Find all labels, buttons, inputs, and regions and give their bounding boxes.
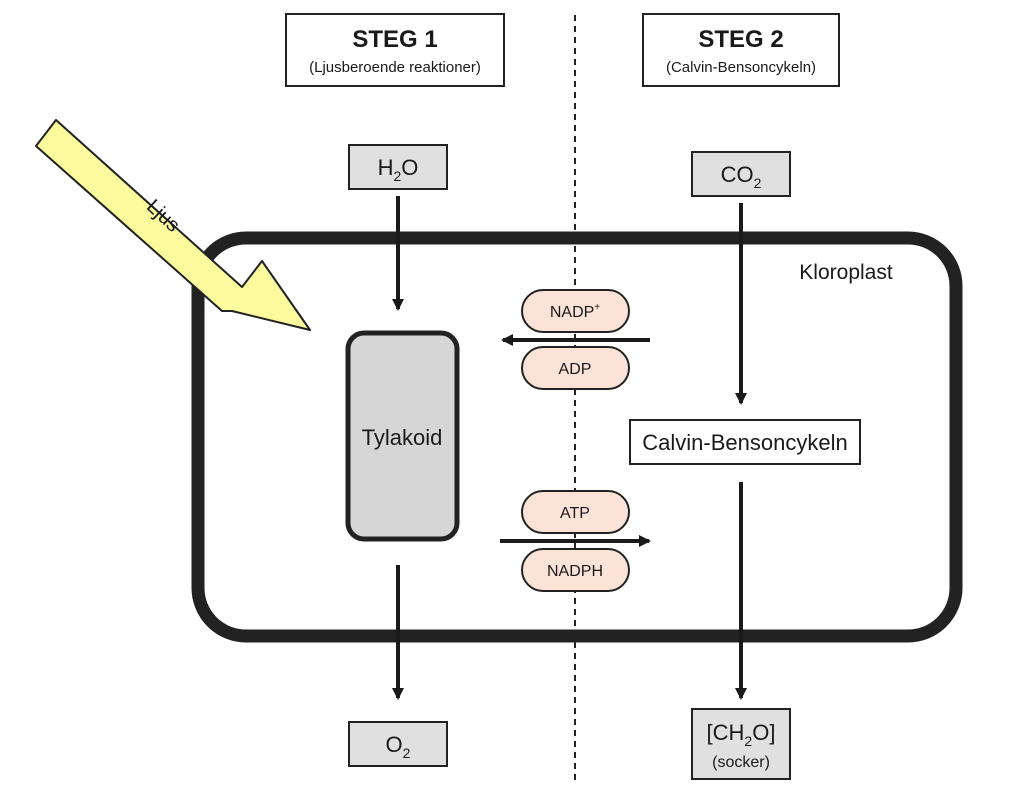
stage2-subtitle: (Calvin-Bensoncykeln) xyxy=(666,59,816,76)
oxygen-formula-main: O xyxy=(386,732,403,757)
sugar-note: (socker) xyxy=(712,754,770,771)
svg-text:H2O: H2O xyxy=(378,155,419,184)
calvin-label: Calvin-Bensoncykeln xyxy=(642,430,847,455)
svg-text:NADP+: NADP+ xyxy=(550,302,600,321)
sugar-formula-main: [CH xyxy=(707,720,745,745)
water-formula-main: H xyxy=(378,155,394,180)
stage1-subtitle: (Ljusberoende reaktioner) xyxy=(309,59,481,76)
nadph-pill: NADPH xyxy=(521,548,630,592)
adp-label: ADP xyxy=(559,361,592,378)
chloroplast-label: Kloroplast xyxy=(799,261,893,284)
sugar-formula-tail: O] xyxy=(752,720,775,745)
svg-text:O2: O2 xyxy=(386,732,411,761)
stage1-header: STEG 1 (Ljusberoende reaktioner) xyxy=(285,13,505,87)
nadp-plus: + xyxy=(594,302,600,313)
water-formula-tail: O xyxy=(401,155,418,180)
svg-text:[CH2O]: [CH2O] xyxy=(707,720,776,749)
svg-text:CO2: CO2 xyxy=(721,162,762,191)
co2-formula-sub: 2 xyxy=(754,175,762,191)
oxygen-formula-sub: 2 xyxy=(403,745,411,761)
stage2-title: STEG 2 xyxy=(698,26,783,53)
co2-input-box: CO2 xyxy=(691,151,791,197)
nadp-pill: NADP+ xyxy=(521,289,630,333)
stage2-header: STEG 2 (Calvin-Bensoncykeln) xyxy=(642,13,840,87)
stage1-title: STEG 1 xyxy=(352,26,437,53)
thylakoid: Tylakoid xyxy=(345,330,460,542)
nadp-label: NADP xyxy=(550,304,594,321)
oxygen-output-box: O2 xyxy=(348,721,448,767)
adp-pill: ADP xyxy=(521,346,630,390)
sugar-output-box: [CH2O] (socker) xyxy=(691,708,791,780)
sugar-formula-sub: 2 xyxy=(744,733,752,749)
atp-pill: ATP xyxy=(521,490,630,534)
co2-formula-main: CO xyxy=(721,162,754,187)
calvin-cycle-box: Calvin-Bensoncykeln xyxy=(629,419,861,465)
nadph-label: NADPH xyxy=(547,563,603,580)
light-arrow: Ljus xyxy=(35,119,311,331)
water-input-box: H2O xyxy=(348,144,448,190)
chloroplast-outline xyxy=(191,231,963,643)
water-formula-sub: 2 xyxy=(393,168,401,184)
atp-label: ATP xyxy=(560,505,590,522)
thylakoid-label: Tylakoid xyxy=(362,425,443,450)
